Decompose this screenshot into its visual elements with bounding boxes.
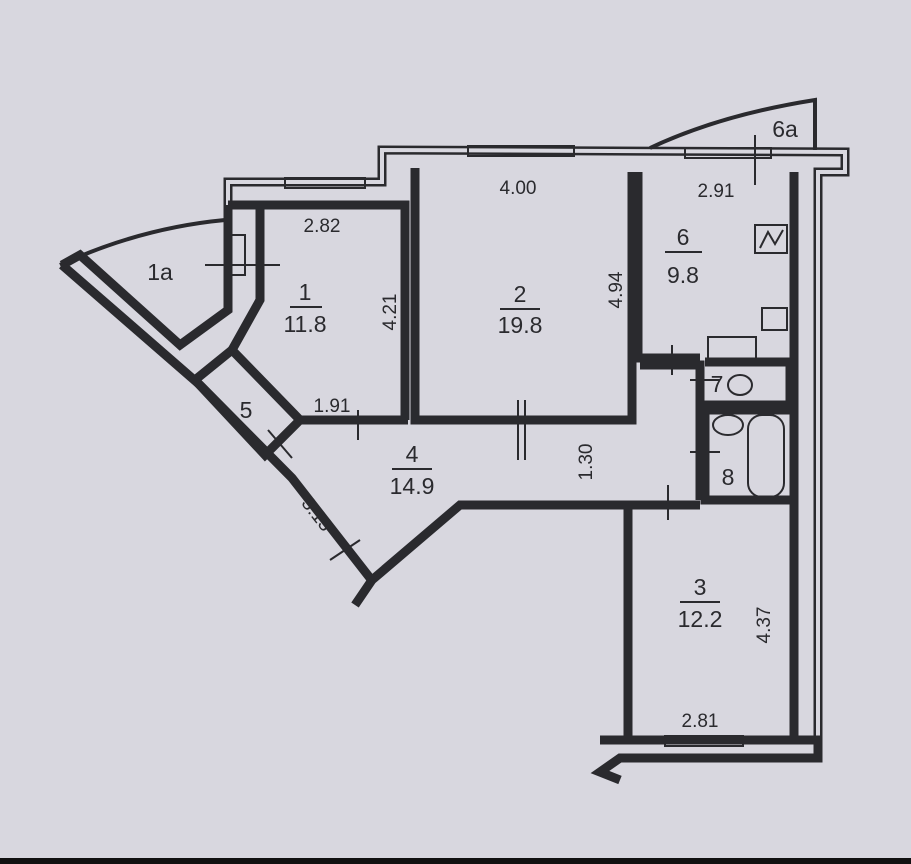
sink-icon bbox=[761, 307, 788, 331]
stove-icon bbox=[754, 224, 788, 254]
bottom-edge bbox=[0, 858, 911, 864]
room-6-number: 6 bbox=[677, 224, 690, 250]
fixtures bbox=[707, 224, 788, 498]
counter-icon bbox=[707, 336, 757, 360]
dim-room1-depth: 4.21 bbox=[380, 294, 401, 331]
dim-room3-width: 2.81 bbox=[682, 711, 719, 732]
balcony-1a-arc bbox=[59, 218, 226, 267]
balcony-1a-label: 1а bbox=[147, 259, 173, 285]
room-2-number: 2 bbox=[514, 281, 527, 307]
room-1-number: 1 bbox=[299, 279, 312, 305]
dim-room3-depth: 4.37 bbox=[754, 607, 775, 644]
window bbox=[467, 145, 575, 157]
dim-room2-depth: 4.94 bbox=[606, 271, 627, 308]
room-4-number: 4 bbox=[406, 441, 419, 467]
washbasin-icon bbox=[712, 414, 744, 436]
room-labels: 1 11.8 2 19.8 3 12.2 4 14.9 5 6 9.8 7 8 … bbox=[147, 116, 798, 632]
room-2-area: 19.8 bbox=[498, 312, 543, 338]
room-1-area: 11.8 bbox=[283, 311, 326, 337]
window bbox=[664, 735, 744, 747]
bathtub-icon bbox=[747, 414, 785, 498]
dim-room6-width: 2.91 bbox=[698, 181, 735, 202]
door-marks bbox=[205, 135, 756, 561]
room-6-area: 9.8 bbox=[667, 262, 699, 288]
window bbox=[684, 147, 772, 159]
balcony-6a-arc bbox=[649, 97, 817, 150]
dim-corridor-width: 1.30 bbox=[576, 444, 597, 481]
room-4-area: 14.9 bbox=[390, 473, 435, 499]
window bbox=[284, 177, 366, 189]
window bbox=[224, 234, 246, 276]
dim-room2-width: 4.00 bbox=[500, 178, 537, 199]
balcony-6a-label: 6а bbox=[772, 116, 798, 142]
toilet-icon bbox=[727, 374, 753, 396]
windows bbox=[224, 145, 772, 747]
dim-room1-width: 2.82 bbox=[304, 216, 341, 237]
room-8-number: 8 bbox=[722, 464, 735, 490]
walls bbox=[59, 145, 850, 785]
room-3-number: 3 bbox=[694, 574, 707, 600]
balconies bbox=[59, 97, 817, 267]
room-7-number: 7 bbox=[711, 371, 724, 397]
room-5-number: 5 bbox=[240, 397, 253, 423]
dim-hall: 1.91 bbox=[314, 396, 351, 417]
room-3-area: 12.2 bbox=[678, 606, 723, 632]
